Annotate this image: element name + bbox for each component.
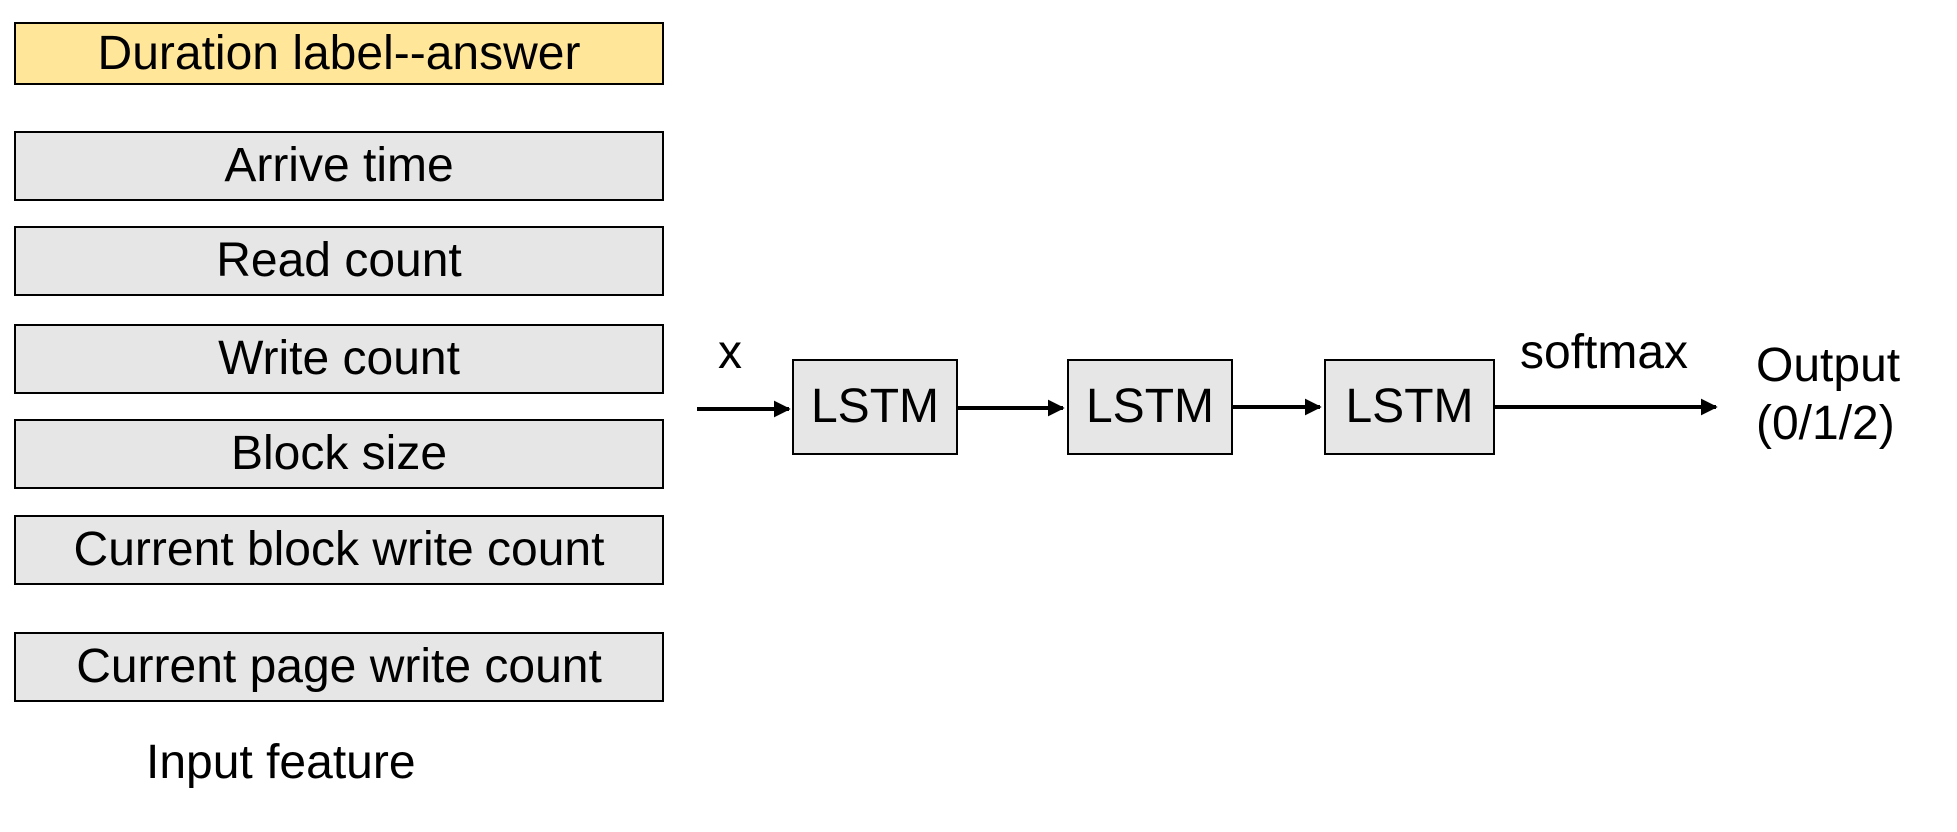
lstm-cell-label: LSTM	[810, 380, 939, 433]
feature-box-block-size: Block size	[14, 419, 664, 489]
input-symbol: x	[718, 326, 742, 379]
lstm-cell-label: LSTM	[1345, 380, 1474, 433]
output-label-line1: Output	[1756, 339, 1901, 392]
feature-label: Read count	[216, 234, 462, 287]
lstm-cell-1: LSTM	[792, 359, 958, 455]
answer-label-box: Duration label--answer	[14, 22, 664, 85]
feature-box-arrive-time: Arrive time	[14, 131, 664, 201]
answer-label-text: Duration label--answer	[97, 26, 581, 80]
lstm-cell-label: LSTM	[1085, 380, 1214, 433]
feature-label: Block size	[230, 427, 448, 480]
feature-box-current-block-write-count: Current block write count	[14, 515, 664, 585]
feature-box-read-count: Read count	[14, 226, 664, 296]
input-feature-caption: Input feature	[146, 736, 416, 789]
softmax-label: softmax	[1520, 326, 1689, 379]
feature-label: Arrive time	[224, 139, 454, 192]
feature-label: Write count	[218, 332, 460, 385]
lstm-cell-2: LSTM	[1067, 359, 1233, 455]
feature-label: Current block write count	[73, 523, 605, 576]
feature-box-current-page-write-count: Current page write count	[14, 632, 664, 702]
lstm-cell-3: LSTM	[1324, 359, 1495, 455]
output-label: Output (0/1/2)	[1756, 337, 1900, 452]
feature-label: Current page write count	[76, 640, 602, 693]
feature-box-write-count: Write count	[14, 324, 664, 394]
output-label-line2: (0/1/2)	[1756, 396, 1895, 450]
